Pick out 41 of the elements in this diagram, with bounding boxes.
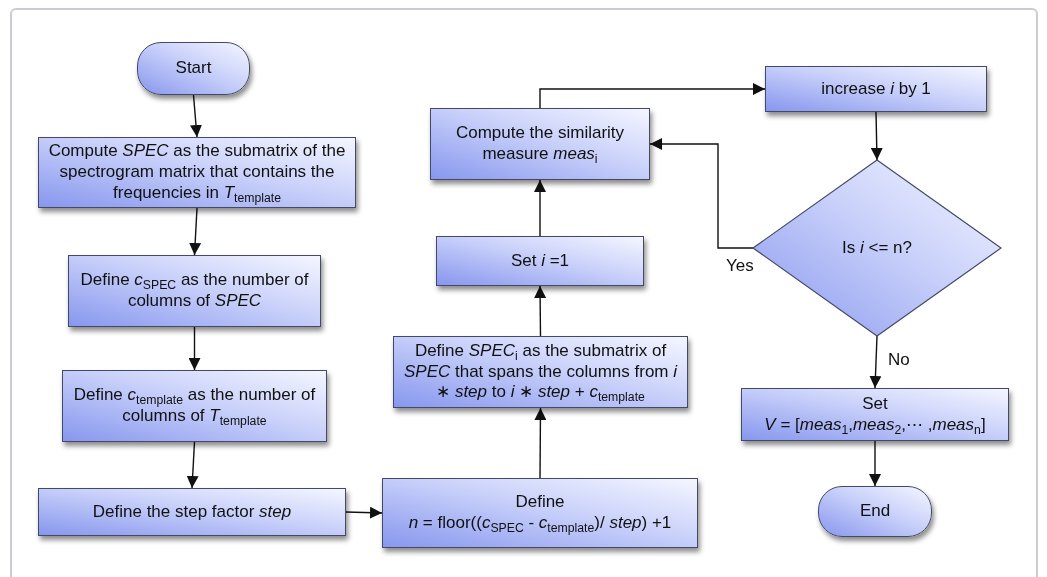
process-box <box>430 108 650 180</box>
node-text: Define SPEC$_{i}$ as the submatrix of SPEC that spans the columns from i ∗ step to i ∗ step + c$_{template}$ <box>402 340 679 404</box>
node-text: Compute the similarity measure meas$_{i}$ <box>454 123 626 165</box>
node-text: Define the step factor step <box>91 501 293 523</box>
node-text: increase i by 1 <box>820 78 932 100</box>
process-box <box>68 255 321 327</box>
process-box <box>393 336 688 408</box>
arrow <box>534 179 546 237</box>
arrow <box>186 441 199 489</box>
decision-diamond <box>753 160 1001 336</box>
node-text: End <box>858 501 892 522</box>
process-box <box>741 388 1009 441</box>
process-box <box>38 488 346 536</box>
arrow <box>534 407 547 479</box>
node-text: n = floor((c$_{SPEC}$ - c$_{template}$)/ step) +1 <box>407 513 673 534</box>
process-box <box>436 236 644 286</box>
node-text: Is i <= n? <box>841 237 913 259</box>
node-text: V = [meas$_{1}$,meas$_{2}$,⋯ ,meas$_{n}$] <box>763 414 987 436</box>
arrow <box>869 440 881 487</box>
arrow <box>539 83 766 109</box>
process-box <box>382 478 698 548</box>
process-box <box>62 370 327 442</box>
node-text: Define <box>514 492 566 513</box>
arrow <box>189 207 202 256</box>
node-text: Define c$_{SPEC}$ as the number of columns of SPEC <box>79 270 310 312</box>
terminator-box <box>818 486 932 537</box>
arrow <box>649 138 754 249</box>
arrow <box>869 335 882 389</box>
arrow <box>534 285 547 337</box>
process-box <box>765 66 987 112</box>
terminator-box <box>137 42 250 95</box>
node-text: Start <box>174 58 213 79</box>
node-text: Set i =1 <box>509 250 571 272</box>
node-text: Define c$_{template}$ as the number of columns of T$_{template}$ <box>72 385 317 427</box>
process-box <box>38 137 356 208</box>
node-text: Compute SPEC as the submatrix of the spectrogram matrix that contains the frequencies in T$_{template}$ <box>47 141 347 204</box>
node-text: Set <box>861 393 889 415</box>
arrow <box>345 506 383 519</box>
arrow <box>870 111 883 161</box>
arrow <box>190 94 202 138</box>
arrow <box>188 326 201 371</box>
